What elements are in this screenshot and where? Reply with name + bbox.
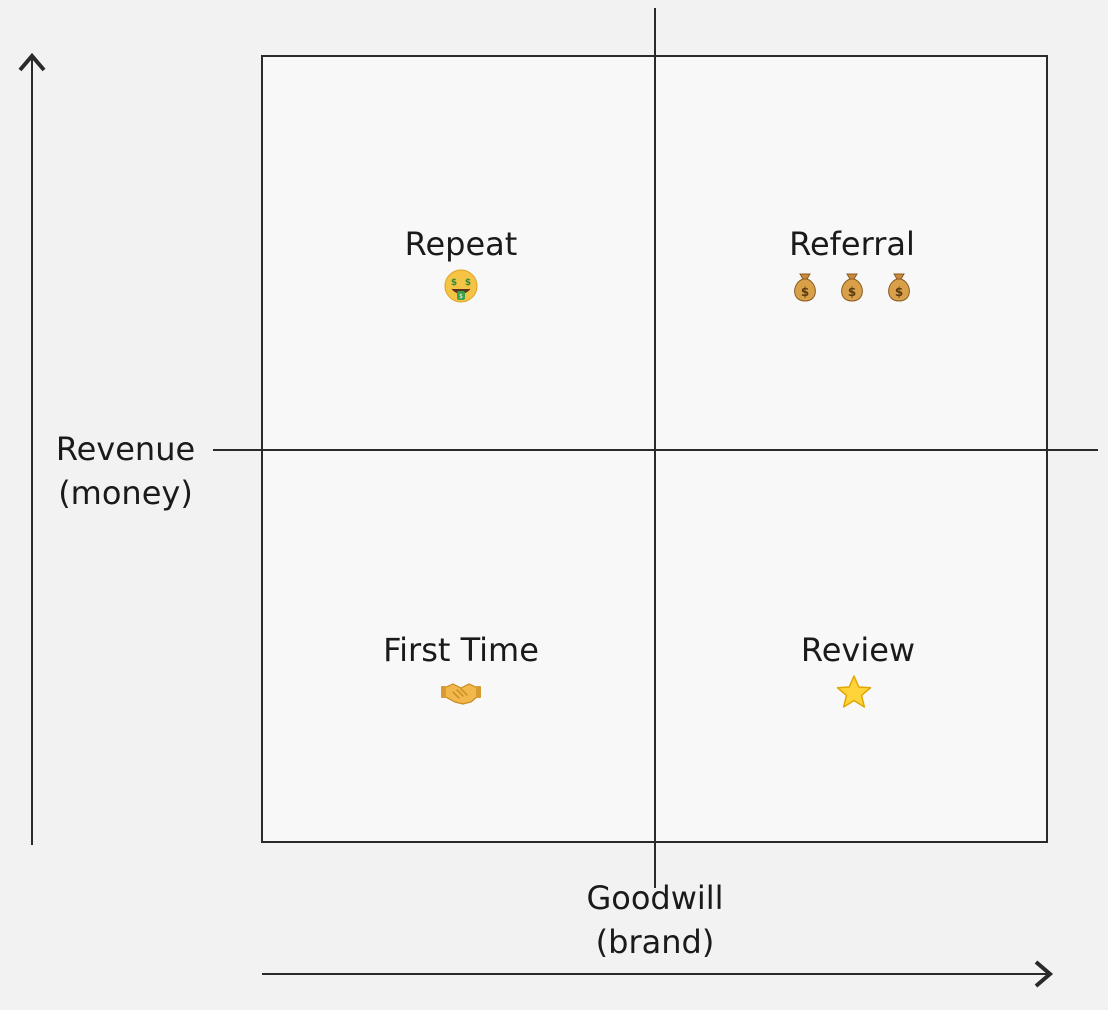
svg-text:$: $ xyxy=(895,285,903,299)
handshake-icon xyxy=(441,683,481,705)
svg-text:$: $ xyxy=(451,278,457,288)
x-axis-label-line1: Goodwill xyxy=(586,879,724,917)
quadrant-icons-review xyxy=(754,674,954,714)
money-mouth-face-icon: $ $ $ xyxy=(444,269,478,303)
quadrant-icons-referral: $ $ $ xyxy=(752,268,952,308)
money-bag-icon: $ xyxy=(841,273,863,302)
svg-text:$: $ xyxy=(801,285,809,299)
x-axis-label: Goodwill (brand) xyxy=(555,876,755,964)
quadrant-title-referral: Referral xyxy=(789,225,915,263)
money-bag-icon: $ xyxy=(888,273,910,302)
y-axis-label: Revenue (money) xyxy=(48,427,203,515)
quadrant-title-first-time: First Time xyxy=(383,631,539,669)
y-axis-label-line1: Revenue xyxy=(55,430,196,468)
quadrant-icons-first-time xyxy=(361,674,561,714)
svg-text:$: $ xyxy=(459,293,463,300)
x-axis-label-line2: (brand) xyxy=(595,923,715,961)
star-icon xyxy=(836,675,872,708)
quadrant-title-repeat: Repeat xyxy=(404,225,518,263)
svg-text:$: $ xyxy=(848,285,856,299)
quadrant-icons-repeat: $ $ $ xyxy=(361,268,561,308)
svg-text:$: $ xyxy=(465,278,471,288)
money-bag-icon: $ xyxy=(794,273,816,302)
y-axis-label-line2: (money) xyxy=(58,474,193,512)
quadrant-title-review: Review xyxy=(800,631,916,669)
